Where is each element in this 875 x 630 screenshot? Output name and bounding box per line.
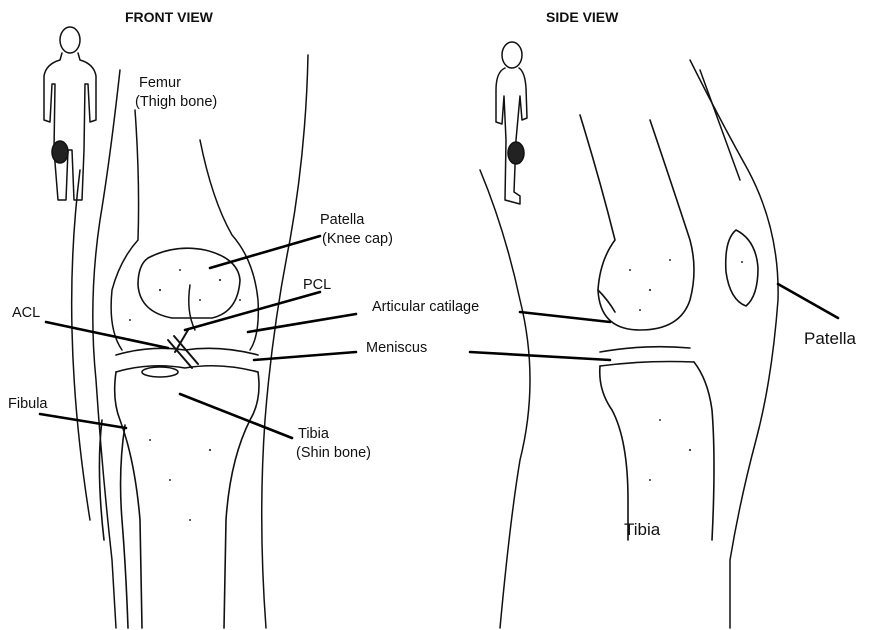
pcl-label: PCL (303, 278, 331, 294)
front-femur (111, 110, 258, 350)
leader-patella-front (210, 236, 320, 268)
leader-articular-side (520, 312, 610, 322)
side-person-silhouette (496, 42, 527, 204)
front-person-silhouette (44, 27, 96, 200)
acl-label: ACL (12, 306, 40, 322)
patella-front-label: Patella (320, 213, 364, 229)
side-patella (726, 230, 758, 306)
tibia-front-label: Tibia (298, 427, 329, 443)
tibia-front-sublabel: (Shin bone) (296, 446, 371, 462)
leader-acl (46, 322, 168, 348)
leader-meniscus-front (254, 352, 356, 360)
leader-patella-side (778, 284, 838, 318)
fibula-label: Fibula (8, 397, 48, 413)
leader-fibula (40, 414, 126, 428)
patella-front-sublabel: (Knee cap) (322, 232, 393, 248)
meniscus-label: Meniscus (366, 341, 427, 357)
patella-side-label: Patella (804, 330, 856, 349)
front-meniscus-tibia (99, 348, 259, 628)
side-meniscus-tibia (600, 347, 714, 540)
front-leg-outline (72, 55, 308, 628)
articular-cartilage-label: Articular catilage (372, 300, 479, 316)
leader-articular-front (248, 314, 356, 332)
femur-sublabel: (Thigh bone) (135, 95, 217, 111)
femur-label: Femur (139, 76, 181, 92)
side-view-title: SIDE VIEW (546, 10, 618, 25)
leader-meniscus-side (470, 352, 610, 360)
tibia-side-label: Tibia (624, 521, 660, 540)
leader-tibia-front (180, 394, 292, 438)
leader-lines (40, 236, 838, 438)
side-femur (580, 115, 694, 330)
front-view-title: FRONT VIEW (125, 10, 213, 25)
side-leg-outline (480, 60, 778, 628)
